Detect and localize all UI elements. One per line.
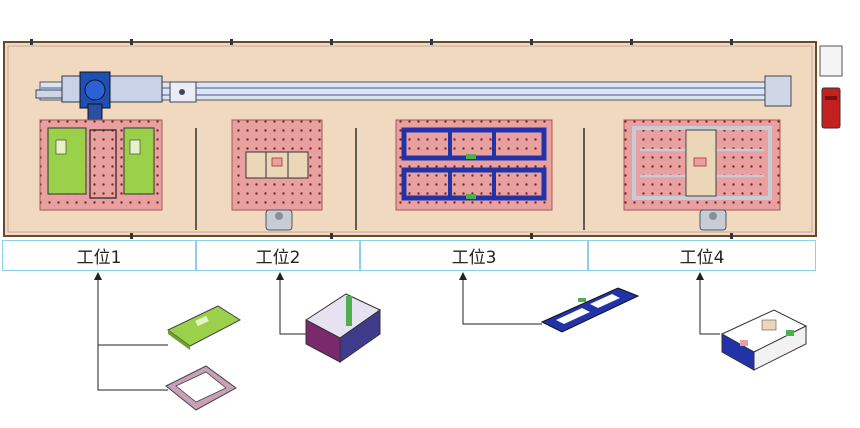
leader-arrowheads	[94, 272, 704, 280]
floor-edge-bolts	[30, 39, 733, 239]
part-box-frame	[305, 293, 381, 363]
station-2-pad	[231, 119, 323, 211]
station-label-2: 工位2	[196, 240, 360, 271]
operator-station-icon	[265, 209, 293, 231]
leader-lines	[97, 276, 720, 391]
part-assembly	[720, 309, 808, 371]
gantry-rail	[35, 75, 792, 107]
station-label-1: 工位1	[2, 240, 196, 271]
station-label-row: 工位1 工位2 工位3 工位4	[2, 240, 816, 271]
control-cabinet-icon	[819, 45, 843, 129]
station-4-pad	[623, 119, 781, 211]
station-label-4: 工位4	[588, 240, 816, 271]
part-frame	[165, 365, 237, 411]
station-label-3: 工位3	[360, 240, 588, 271]
station-1-pad	[39, 119, 163, 211]
station-separator-posts	[195, 128, 585, 230]
station-3-pad	[395, 119, 553, 211]
part-green-plate	[167, 305, 241, 350]
operator-station-icon	[699, 209, 727, 231]
part-blue-frame	[540, 287, 640, 333]
